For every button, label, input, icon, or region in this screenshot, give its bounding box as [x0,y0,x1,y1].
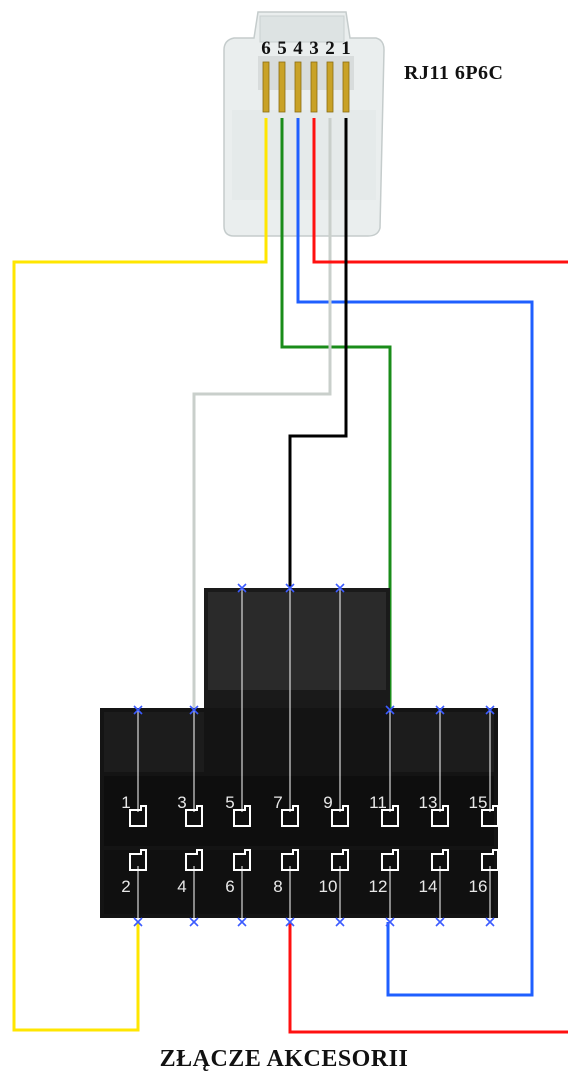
pin-socket-14 [431,849,449,871]
wire-yellow [12,118,268,1032]
pin-socket-5 [233,805,251,827]
pin-number-11: 11 [369,793,387,812]
rj11-contact-2 [326,61,334,113]
pin-marker-1 [133,705,143,715]
pin-socket-8 [281,849,299,871]
pin-marker-12 [385,917,395,927]
wire-gray [192,118,332,710]
pin-socket-6 [233,849,251,871]
pin-marker-8 [285,917,295,927]
pin-marker-2 [133,917,143,927]
wire-black [288,118,348,590]
pin-socket-3 [185,805,203,827]
pin-marker-10 [335,917,345,927]
pin-number-16: 16 [469,877,488,896]
pin-marker-14 [435,917,445,927]
pin-socket-16 [481,849,499,871]
wire-green [280,118,392,712]
wire-blue [296,118,534,997]
pin-marker-16 [485,917,495,927]
pin-socket-11 [381,805,399,827]
rj11-pin-5: 5 [277,38,287,59]
pin-marker-5 [237,583,247,593]
pin-marker-4 [189,917,199,927]
rj11-title: RJ11 6P6C [404,62,504,84]
rj11-contact-1 [342,61,350,113]
pin-marker-11 [385,705,395,715]
rj11-contacts [262,61,350,113]
pin-number-10: 10 [319,877,338,896]
pin-socket-7 [281,805,299,827]
rj11-contact-5 [278,61,286,113]
rj11-pin-1: 1 [341,38,351,59]
pin-number-7: 7 [273,793,282,812]
pin-number-4: 4 [177,877,186,896]
pin-socket-4 [185,849,203,871]
pin-socket-15 [481,805,499,827]
rj11-pin-2: 2 [325,38,335,59]
pin-markers [133,583,495,927]
pin-socket-9 [331,805,349,827]
rj11-contact-3 [310,61,318,113]
pin-marker-9 [335,583,345,593]
pin-number-1: 1 [121,793,130,812]
pin-socket-10 [331,849,349,871]
rj11-pin-3: 3 [309,38,319,59]
pin-number-12: 12 [369,877,388,896]
pin-number-2: 2 [121,877,130,896]
pin-marker-6 [237,917,247,927]
pin-number-15: 15 [469,793,488,812]
pin-marker-3 [189,705,199,715]
pin-number-3: 3 [177,793,186,812]
pin-number-13: 13 [419,793,438,812]
pin-sockets [129,805,499,871]
pin-marker-13 [435,705,445,715]
rj11-contact-6 [262,61,270,113]
pin-number-9: 9 [323,793,332,812]
pin-number-6: 6 [225,877,234,896]
pin-socket-1 [129,805,147,827]
wires [12,118,568,1034]
wire-red-bottom [288,922,568,1034]
pin-guide-lines [137,588,491,922]
pin-marker-15 [485,705,495,715]
pin-number-8: 8 [273,877,282,896]
pin-marker-7 [285,583,295,593]
pin-socket-2 [129,849,147,871]
pin-socket-13 [431,805,449,827]
rj11-contact-4 [294,61,302,113]
pin-number-14: 14 [419,877,438,896]
accessory-connector-title: ZŁĄCZE AKCESORII [159,1046,409,1072]
pin-number-5: 5 [225,793,234,812]
rj11-pin-6: 6 [261,38,271,59]
rj11-plug [223,11,385,237]
rj11-pin-4: 4 [293,38,303,59]
pin-socket-12 [381,849,399,871]
wire-red [312,118,568,264]
